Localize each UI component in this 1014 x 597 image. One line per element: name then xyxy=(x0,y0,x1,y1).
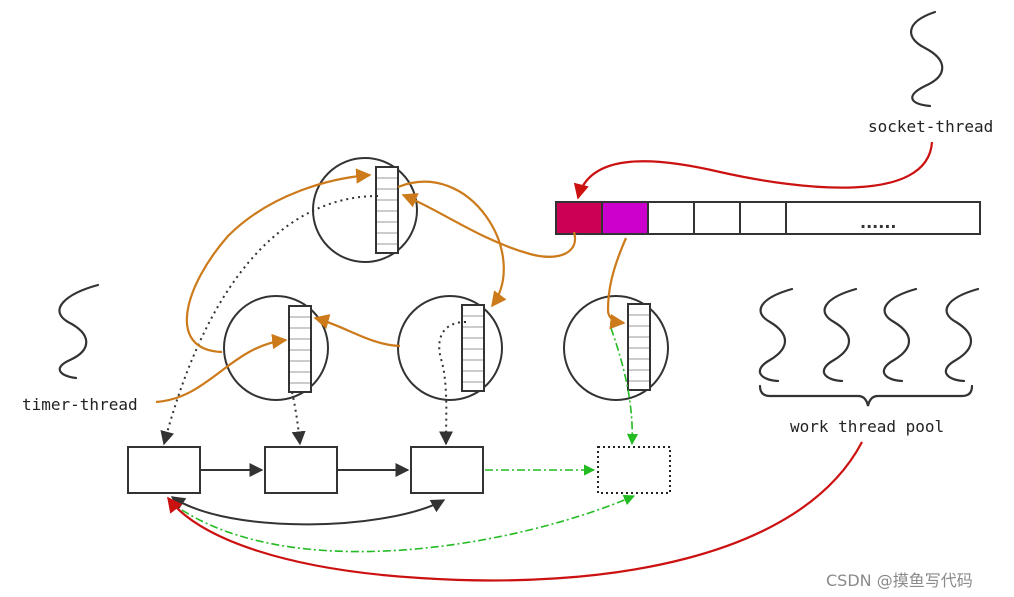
connection-top xyxy=(312,157,418,263)
work-thread-pool-label: work thread pool xyxy=(790,417,944,436)
queue-slot-3 xyxy=(647,201,695,235)
timer-node-2 xyxy=(264,446,338,494)
pending-timer-links xyxy=(181,327,639,553)
timer-node-1 xyxy=(127,446,201,494)
watermark: CSDN @摸鱼写代码 xyxy=(826,571,973,590)
work-thread-pool-brace xyxy=(758,384,974,407)
queue-slot-1 xyxy=(555,201,603,235)
socket-thread-label: socket-thread xyxy=(868,117,993,136)
connection-to-timer-links xyxy=(160,195,467,446)
timer-node-pending xyxy=(597,446,671,494)
connection-left xyxy=(223,295,329,401)
work-thread-pool-squiggles xyxy=(758,287,980,383)
timer-thread-label: timer-thread xyxy=(22,395,138,414)
queue-slot-5 xyxy=(739,201,787,235)
queue-slot-rest xyxy=(785,201,981,235)
socket-queue: ...... xyxy=(555,201,981,235)
timer-list-links xyxy=(170,463,446,526)
event-flow-arrows xyxy=(155,168,628,404)
timer-node-3 xyxy=(410,446,484,494)
queue-ellipsis: ...... xyxy=(860,213,896,232)
timer-thread-squiggle xyxy=(58,283,100,380)
thread-dispatch-arrows xyxy=(167,141,934,582)
connection-right xyxy=(563,295,669,401)
socket-thread-squiggle xyxy=(909,10,944,108)
queue-slot-4 xyxy=(693,201,741,235)
connection-middle xyxy=(397,295,503,401)
queue-slot-2 xyxy=(601,201,649,235)
